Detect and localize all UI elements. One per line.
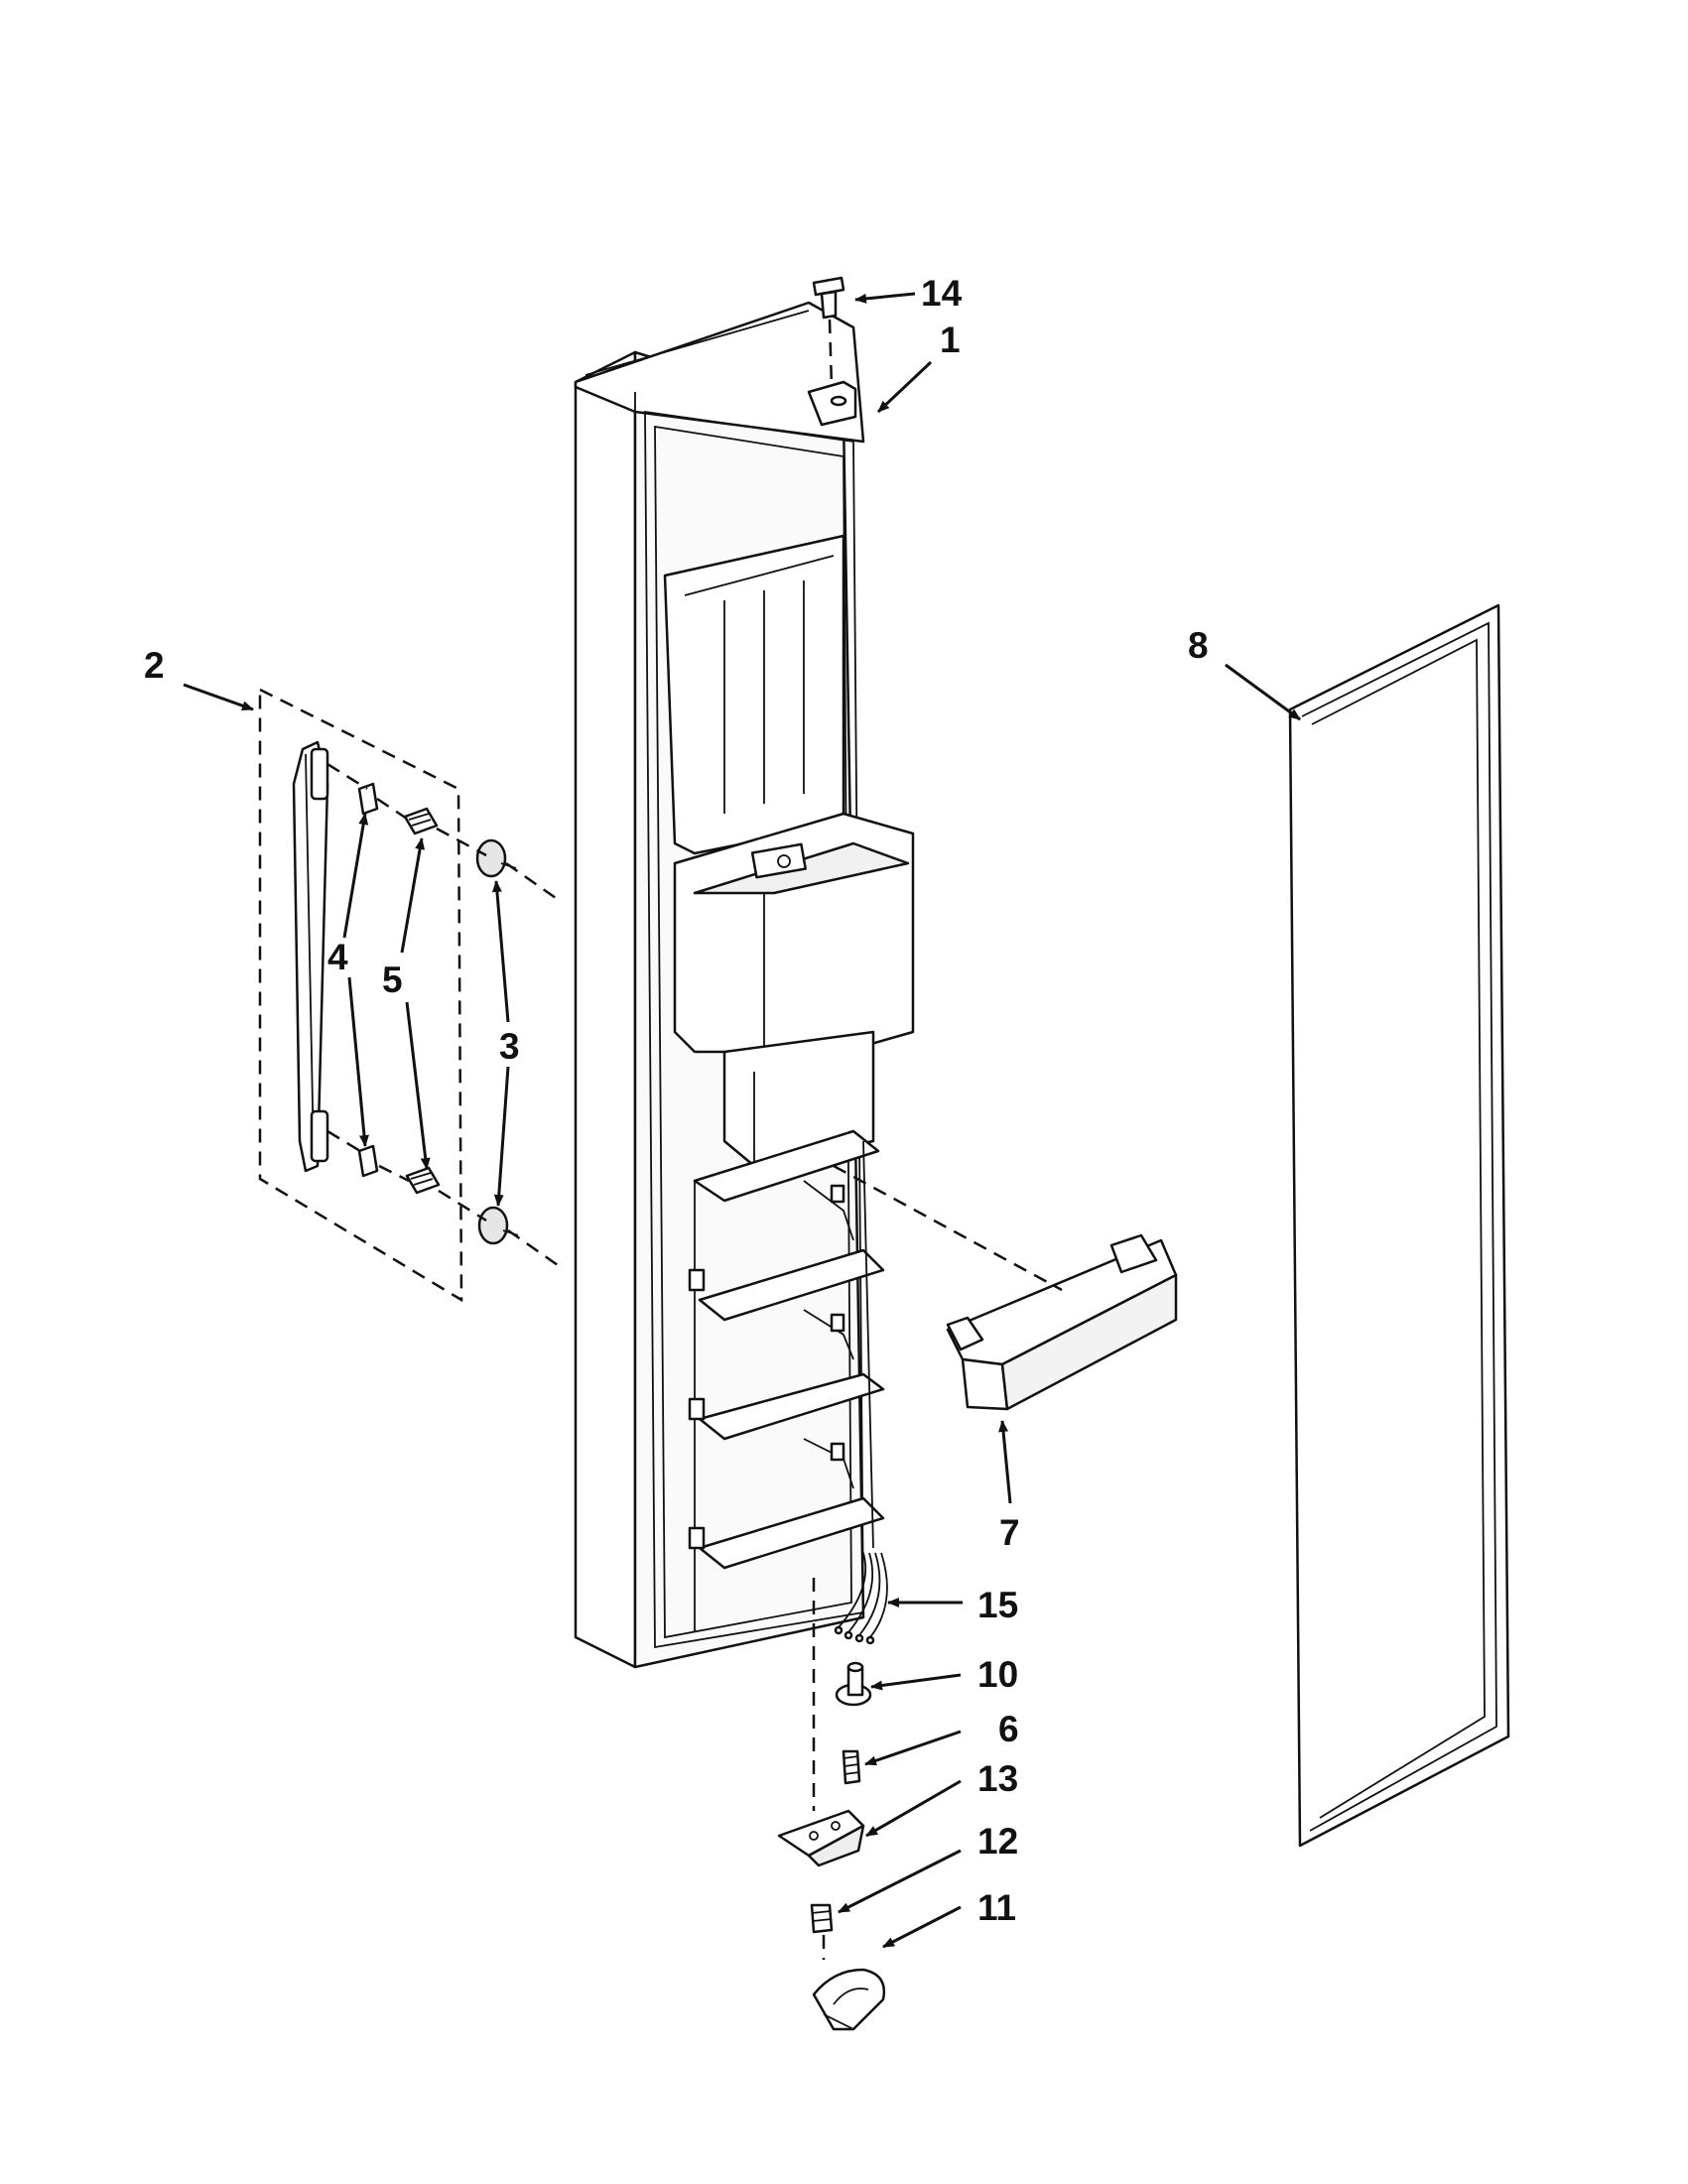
callout-2: 2: [144, 645, 165, 686]
wire-harness: [834, 1552, 888, 1645]
callout-1: 1: [940, 320, 961, 360]
leader-6: [864, 1730, 962, 1766]
hinge-cover: [812, 1968, 886, 2031]
leader-5-bottom: [405, 1001, 431, 1170]
callout-13: 13: [977, 1758, 1018, 1799]
callout-3: 3: [499, 1026, 520, 1067]
handle-screw-bottom: [405, 1166, 441, 1195]
lower-hinge-pin: [835, 1661, 872, 1707]
leader-12: [838, 1849, 962, 1914]
callout-12: 12: [977, 1821, 1018, 1862]
leader-8: [1225, 663, 1301, 721]
callout-15: 15: [977, 1585, 1018, 1625]
handle-stud-bottom: [477, 1206, 519, 1245]
leader-1: [876, 360, 933, 414]
leader-2: [183, 683, 254, 711]
leader-7: [998, 1420, 1012, 1504]
leader-4-bottom: [347, 976, 369, 1147]
callout-10: 10: [977, 1654, 1018, 1695]
door-panel: [574, 301, 915, 1669]
leader-11: [882, 1905, 962, 1949]
handle-assembly: [258, 687, 463, 1303]
leader-5-top: [400, 837, 426, 954]
handle-clip-top: [357, 782, 379, 816]
leader-14: [854, 292, 916, 304]
callout-7: 7: [999, 1512, 1020, 1553]
leader-10: [870, 1673, 962, 1691]
callout-6: 6: [998, 1709, 1019, 1749]
handle-stud-top: [475, 838, 517, 878]
handle-clip-bottom: [357, 1144, 379, 1178]
hinge-screw: [842, 1749, 861, 1785]
hinge-plate: [777, 1809, 865, 1867]
callout-14: 14: [921, 273, 963, 314]
plate-screw: [810, 1903, 834, 1934]
leader-3-bottom: [493, 1066, 510, 1207]
hinge-pin-top: [812, 276, 845, 320]
callout-5: 5: [382, 960, 403, 1000]
callout-4: 4: [327, 937, 348, 977]
door-gasket: [1288, 603, 1510, 1848]
leader-3-top: [491, 880, 510, 1023]
leader-4-top: [342, 813, 369, 939]
callout-8: 8: [1188, 625, 1209, 666]
leader-13: [865, 1779, 962, 1838]
callout-11: 11: [977, 1887, 1016, 1928]
door-bin: [946, 1233, 1178, 1411]
handle-screw-top: [403, 807, 439, 835]
